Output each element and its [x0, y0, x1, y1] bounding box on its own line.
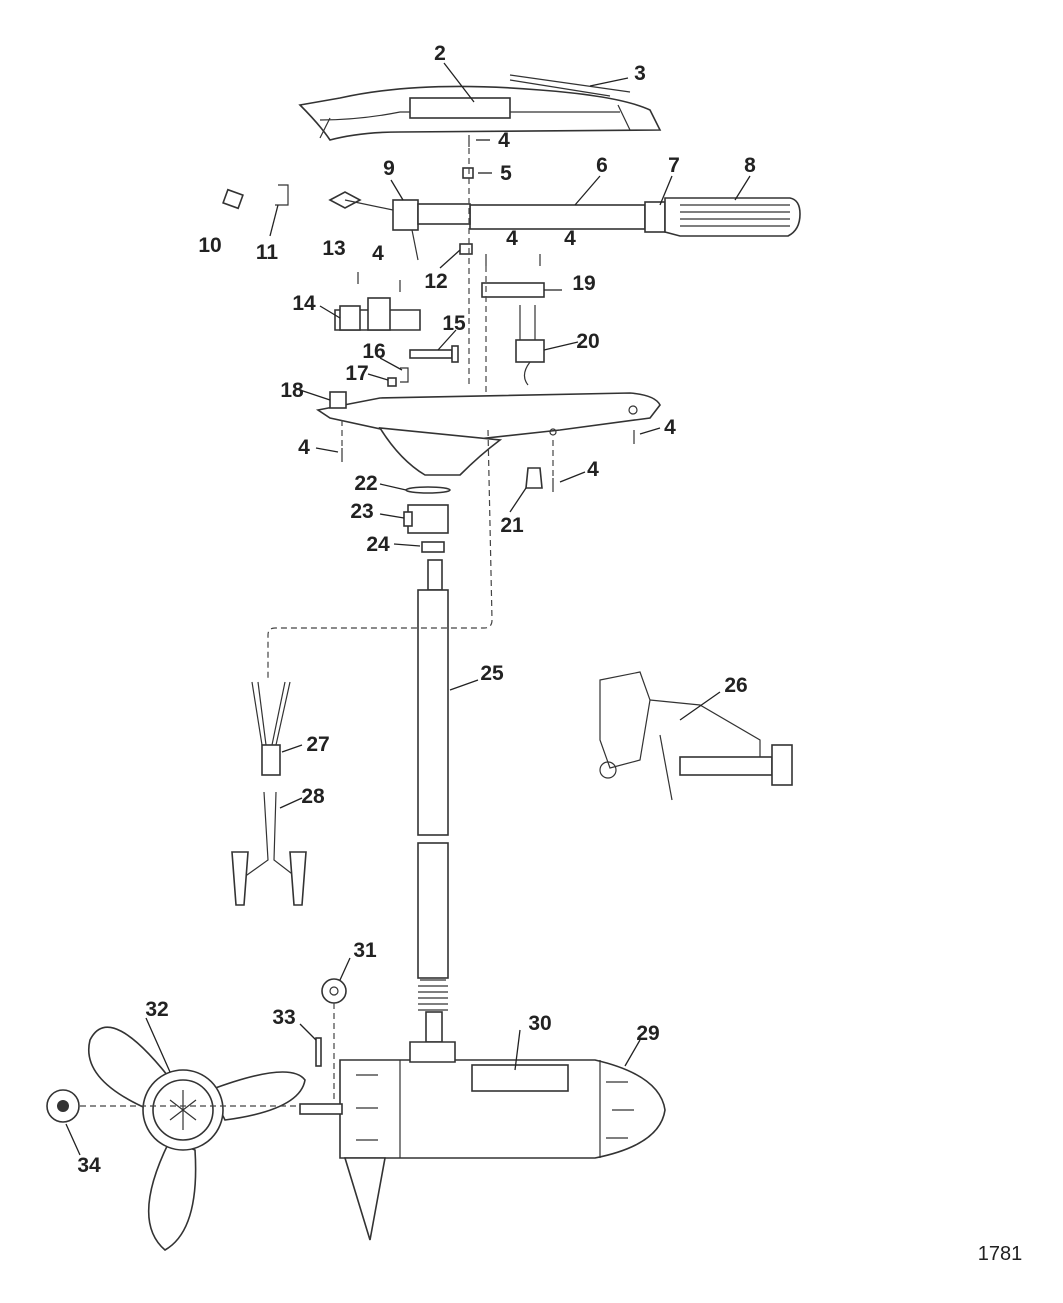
callout-6: 6: [596, 154, 608, 177]
shaft: [417, 559, 449, 1043]
battery-leads: [231, 791, 307, 906]
callout-33: 33: [272, 1006, 295, 1029]
speed-switch: [515, 305, 545, 386]
clamp-bracket: [599, 671, 793, 801]
callout-labels: 2 3 4 5 6 7 8 9 10 11 12 13 4 4 4 19 14 …: [77, 42, 756, 1177]
callout-19: 19: [572, 272, 595, 295]
collar: [403, 504, 449, 534]
callout-20: 20: [576, 330, 599, 353]
top-cover: [298, 85, 662, 141]
callout-28: 28: [301, 785, 325, 808]
callout-7: 7: [668, 154, 680, 177]
callout-9: 9: [383, 157, 395, 180]
bracket-clip: [387, 367, 409, 387]
control-board: [334, 297, 421, 331]
callout-4-c: 4: [506, 227, 518, 250]
callout-34: 34: [77, 1154, 101, 1177]
callout-5: 5: [500, 162, 512, 185]
wire-grommet: [525, 467, 543, 489]
callout-29: 29: [636, 1022, 659, 1045]
callout-22: 22: [354, 472, 377, 495]
head-housing: [315, 391, 661, 476]
callout-30: 30: [528, 1012, 551, 1035]
callout-15: 15: [442, 312, 466, 335]
callout-4-b: 4: [372, 242, 384, 265]
leader-lines: [65, 62, 751, 1156]
callout-4-e: 4: [298, 436, 310, 459]
callout-23: 23: [350, 500, 373, 523]
bushing: [421, 541, 445, 553]
washer: [405, 486, 451, 494]
small-clip: [275, 184, 289, 206]
screw-parts: [341, 135, 635, 492]
callout-8: 8: [744, 154, 756, 177]
tiller-arm: [469, 197, 801, 237]
callout-32: 32: [145, 998, 168, 1021]
small-fitting: [222, 188, 244, 210]
callout-21: 21: [500, 514, 524, 537]
callout-3: 3: [634, 62, 646, 85]
drawing-number: 1781: [978, 1243, 1023, 1265]
callout-25: 25: [480, 662, 504, 685]
callout-31: 31: [353, 939, 377, 962]
top-cover-strip: [509, 74, 631, 97]
lower-unit: [299, 1041, 666, 1241]
callout-17: 17: [345, 362, 368, 385]
switch-plate: [481, 282, 545, 298]
callout-4-a: 4: [498, 129, 510, 152]
prop-nut: [46, 1089, 80, 1123]
callout-11: 11: [256, 241, 279, 264]
callout-4-d: 4: [564, 227, 576, 250]
thrust-washer: [321, 978, 347, 1004]
callout-13: 13: [322, 237, 345, 260]
callout-27: 27: [306, 733, 329, 756]
callout-12: 12: [424, 270, 447, 293]
callout-24: 24: [366, 533, 390, 556]
pivot-bolt: [409, 345, 459, 363]
callout-2: 2: [434, 42, 446, 65]
callout-26: 26: [724, 674, 747, 697]
battery-lead-connector: [251, 681, 291, 776]
callout-4-f: 4: [664, 416, 676, 439]
wire-path: [267, 429, 493, 680]
callout-14: 14: [292, 292, 316, 315]
callout-16: 16: [362, 340, 385, 363]
drive-pin: [315, 1037, 322, 1067]
tiller-head: [328, 191, 471, 261]
callout-10: 10: [198, 234, 221, 257]
propeller: [88, 1026, 306, 1251]
callout-18: 18: [280, 379, 304, 402]
callout-4-g: 4: [587, 458, 599, 481]
